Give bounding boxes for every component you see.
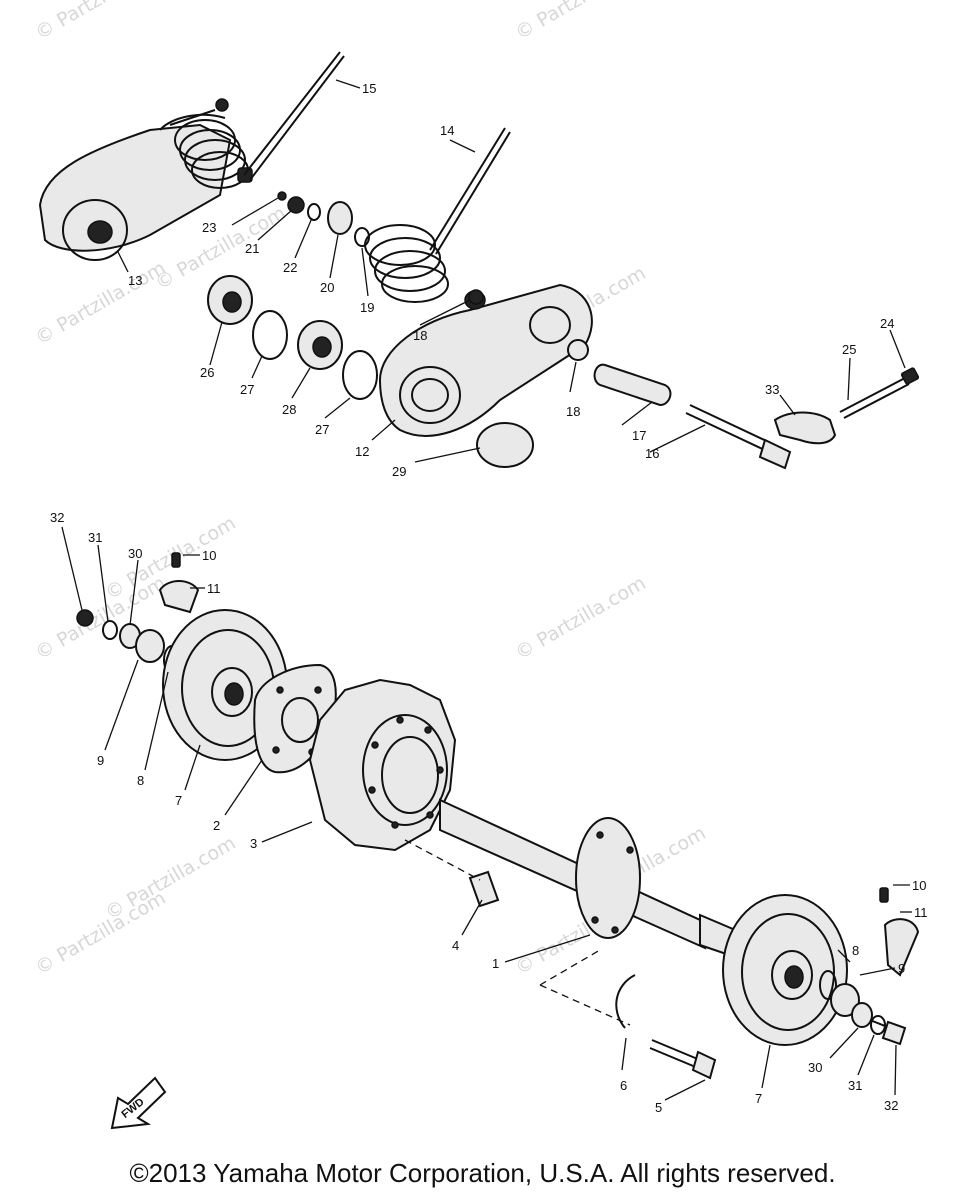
part-6-clip [615, 974, 636, 1029]
watermark: © Partzilla.com [102, 832, 240, 924]
callout-27b: 27 [315, 422, 329, 437]
callout-24: 24 [880, 316, 894, 331]
callout-31a: 31 [88, 530, 102, 545]
alignment-line [404, 839, 481, 881]
part-8-ring-right [819, 970, 837, 1000]
part-29-cap [476, 422, 534, 468]
callout-11a: 11 [207, 581, 221, 596]
callout-21: 21 [245, 241, 259, 256]
watermark: © Partzilla.com [32, 257, 170, 349]
callout-28: 28 [282, 402, 296, 417]
part-31-washer [102, 620, 118, 640]
part-22-washer [307, 203, 321, 221]
part-5-bolt [649, 1039, 717, 1080]
callout-17: 17 [632, 428, 646, 443]
part-11-bracket-right [883, 918, 920, 977]
callout-1: 1 [492, 956, 499, 971]
part-17-sleeve [593, 363, 672, 407]
callout-2: 2 [213, 818, 220, 833]
part-19-spring [364, 224, 449, 303]
part-12-main-arm [378, 283, 593, 437]
part-7-wheel-right [722, 894, 848, 1046]
part-10-bolt [171, 552, 181, 568]
callout-16: 16 [645, 446, 659, 461]
callout-22: 22 [283, 260, 297, 275]
callout-9a: 9 [97, 753, 104, 768]
part-18-bushing-b [567, 339, 589, 361]
part-23-pin [277, 191, 287, 201]
callout-9b: 9 [898, 961, 905, 976]
part-10-bolt-right [879, 887, 889, 903]
alignment-line [539, 949, 631, 1026]
copyright-notice: ©2013 Yamaha Motor Corporation, U.S.A. A… [129, 1158, 836, 1188]
part-9-spacer [135, 629, 165, 663]
watermark: © Partzilla.com [512, 572, 650, 664]
callout-30a: 30 [128, 546, 142, 561]
part-21-nut [287, 196, 305, 214]
callout-32b: 32 [884, 1098, 898, 1113]
part-32-bolt [76, 609, 94, 627]
watermark: © Partzilla.com [32, 0, 170, 44]
part-24-bolt [839, 367, 920, 419]
part-30-collar-right [851, 1002, 873, 1028]
part-33-bracket [773, 411, 837, 445]
callout-11b: 11 [914, 905, 928, 920]
callout-18a: 18 [413, 328, 427, 343]
callout-12: 12 [355, 444, 369, 459]
watermark: © Partzilla.com [512, 0, 650, 44]
callout-10a: 10 [202, 548, 216, 563]
fwd-arrow: FWD [110, 1076, 167, 1130]
part-4-dowel [468, 870, 500, 908]
callout-32a: 32 [50, 510, 64, 525]
callout-26: 26 [200, 365, 214, 380]
callout-8b: 8 [852, 943, 859, 958]
callout-3: 3 [250, 836, 257, 851]
callout-20: 20 [320, 280, 334, 295]
callout-30b: 30 [808, 1060, 822, 1075]
part-19-ring [354, 227, 370, 247]
callout-29: 29 [392, 464, 406, 479]
part-20-washer [327, 201, 353, 235]
upper-assembly [38, 51, 920, 470]
part-1-shaft [439, 798, 742, 960]
part-15-rod [243, 51, 345, 181]
callout-25: 25 [842, 342, 856, 357]
callouts: 15 14 23 21 22 20 19 13 18 26 27 28 27 1… [50, 79, 928, 1115]
part-11-bracket [158, 580, 200, 614]
callout-27a: 27 [240, 382, 254, 397]
callout-19: 19 [360, 300, 374, 315]
callout-6: 6 [620, 1078, 627, 1093]
callout-7a: 7 [175, 793, 182, 808]
callout-5: 5 [655, 1100, 662, 1115]
callout-8a: 8 [137, 773, 144, 788]
callout-18b: 18 [566, 404, 580, 419]
callout-7b: 7 [755, 1091, 762, 1106]
lower-assembly: FWD [76, 552, 920, 1130]
callout-23: 23 [202, 220, 216, 235]
callout-31b: 31 [848, 1078, 862, 1093]
part-27-ring [252, 310, 288, 360]
part-27-ring-b [342, 350, 378, 400]
callout-33: 33 [765, 382, 779, 397]
callout-10b: 10 [912, 878, 926, 893]
callout-15: 15 [362, 81, 376, 96]
part-9-spacer-right [830, 983, 860, 1017]
part-14-rod [429, 127, 511, 255]
part-16-bolt [685, 404, 792, 470]
part-32-bolt-right [869, 1019, 907, 1046]
callout-14: 14 [440, 123, 454, 138]
fwd-label: FWD [119, 1096, 146, 1121]
callout-4: 4 [452, 938, 459, 953]
part-18-bushing [468, 289, 484, 305]
part-13-left-arm [38, 98, 253, 261]
part-3-sprocket [308, 678, 457, 852]
callout-13: 13 [128, 273, 142, 288]
